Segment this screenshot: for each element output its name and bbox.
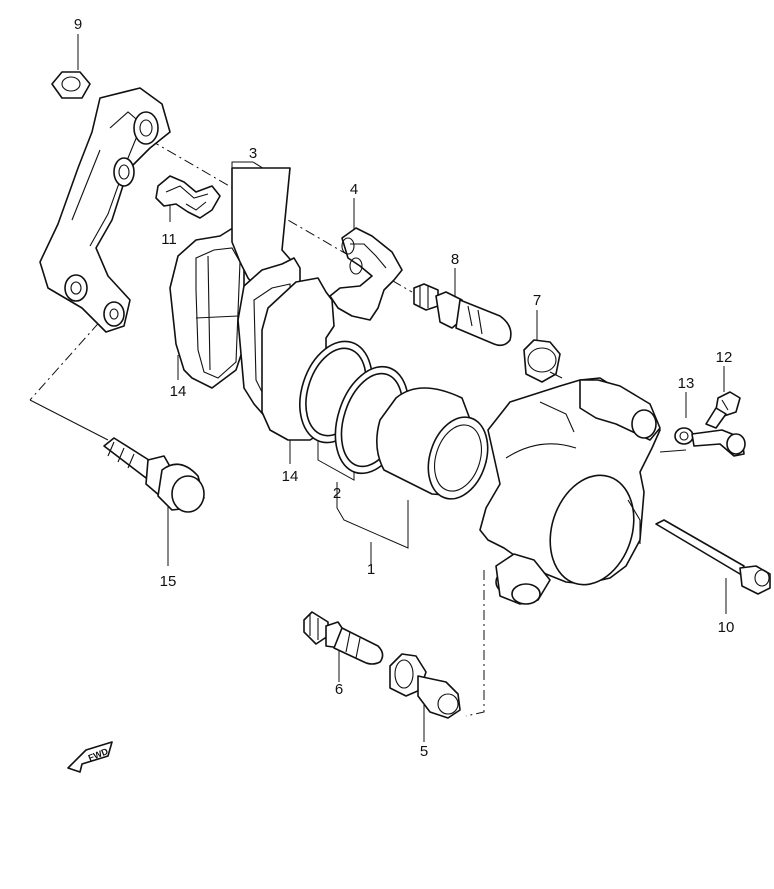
fwd-arrow-icon: FWD (67, 741, 113, 773)
caliper-bracket (39, 87, 171, 333)
part-6-guide-pin (303, 611, 384, 665)
part-13-banjo (674, 427, 746, 457)
part-1-piston (376, 387, 489, 500)
callout-11: 11 (161, 231, 177, 248)
callout-2: 2 (333, 485, 341, 502)
callout-9: 9 (74, 16, 82, 33)
part-10-pad-pin (655, 519, 771, 595)
part-14-brake-pad-left (169, 225, 245, 389)
callout-14-left: 14 (170, 383, 187, 400)
part-12-bleeder (705, 391, 741, 429)
callout-12: 12 (716, 349, 733, 366)
part-7-boot (523, 339, 563, 383)
callout-1: 1 (367, 561, 375, 578)
part-11-pad-spring (155, 175, 221, 219)
part-9-nut (51, 71, 91, 99)
part-8-guide-pin (413, 283, 512, 347)
caliper-body (479, 377, 661, 605)
callout-10: 10 (718, 619, 735, 636)
callout-13: 13 (678, 375, 695, 392)
callout-8: 8 (451, 251, 459, 268)
callout-5: 5 (420, 743, 428, 760)
part-15-bolt (103, 437, 205, 513)
callout-14-right: 14 (282, 468, 299, 485)
part-4-retainer (329, 227, 403, 321)
callout-7: 7 (533, 292, 541, 309)
callouts: 9 3 4 11 8 7 12 13 14 14 2 1 15 10 6 5 (74, 16, 735, 760)
callout-3: 3 (249, 145, 257, 162)
part-5-slide-pin (389, 653, 461, 719)
callout-15: 15 (160, 573, 177, 590)
callout-6: 6 (335, 681, 343, 698)
callout-4: 4 (350, 181, 358, 198)
